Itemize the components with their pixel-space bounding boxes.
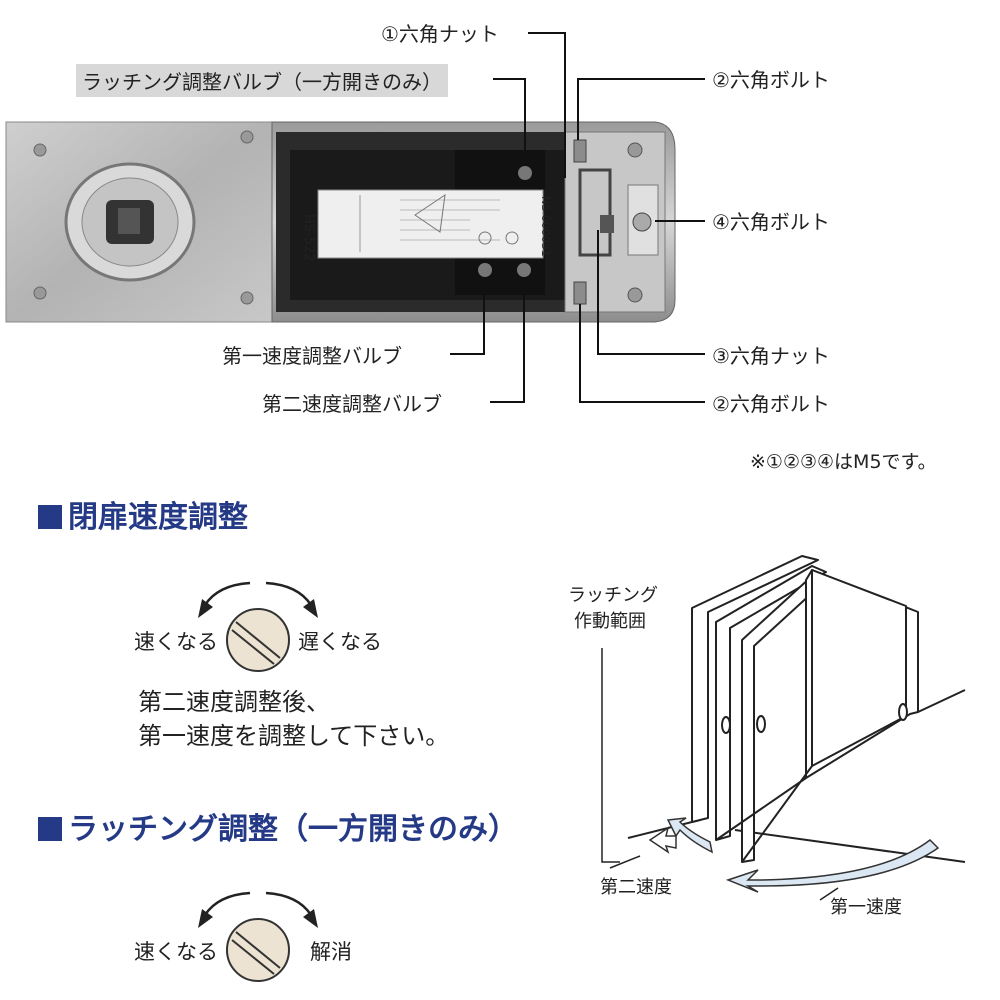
label-hex-nut-3: ③六角ナット xyxy=(712,344,830,368)
door-handle-icon xyxy=(898,703,908,721)
screw-icon xyxy=(33,286,47,300)
label-latch-valve: ラッチング調整バルブ（一方開きのみ） xyxy=(76,64,448,97)
latching-heading: ラッチング調整（一方開きのみ） xyxy=(38,804,518,848)
cw-arrow-icon xyxy=(265,891,313,916)
screw-icon xyxy=(240,130,254,144)
instruction-line-2: 第一速度を調整して下さい。 xyxy=(138,722,450,750)
door-closed xyxy=(691,555,819,823)
label-release: 解消 xyxy=(310,940,352,964)
door-handle-icon xyxy=(756,715,766,733)
second-speed-label: 第二速度 xyxy=(600,877,672,898)
screw-icon xyxy=(627,287,643,303)
speed-valve-2-icon xyxy=(517,263,531,277)
label-speed-valve-2: 第二速度調整バルブ xyxy=(262,392,442,416)
heading-square-icon xyxy=(38,505,62,529)
latch-range-label-1: ラッチング xyxy=(568,585,658,606)
closing-speed-heading: 閉扉速度調整 xyxy=(38,492,248,536)
label-faster: 速くなる xyxy=(134,630,218,654)
hex-bolt-4-icon xyxy=(632,212,652,232)
label-speed-valve-1: 第一速度調整バルブ xyxy=(222,344,402,368)
speed-valve-1-icon xyxy=(478,263,492,277)
label-hex-nut-1: ①六角ナット xyxy=(381,22,499,46)
screw-icon xyxy=(33,143,47,157)
spec-sticker xyxy=(317,189,544,259)
second-speed-arrow-head xyxy=(648,826,677,854)
hex-bolt-icon xyxy=(573,139,587,163)
label-hex-bolt-2-top: ②六角ボルト xyxy=(712,68,830,92)
instruction-line-1: 第二速度調整後、 xyxy=(138,688,330,716)
label-faster-latch: 速くなる xyxy=(134,940,218,964)
heading-square-icon xyxy=(38,817,62,841)
cw-arrow-icon xyxy=(265,581,313,606)
first-speed-label: 第一速度 xyxy=(830,897,902,918)
screw-icon xyxy=(627,142,643,158)
ccw-arrow-icon xyxy=(203,581,251,606)
latch-range-label-2: 作動範囲 xyxy=(574,611,646,632)
screw-icon xyxy=(240,291,254,305)
latch-valve-icon xyxy=(518,166,532,180)
label-hex-bolt-4: ④六角ボルト xyxy=(712,210,830,234)
label-hex-bolt-2-bottom: ②六角ボルト xyxy=(712,392,830,416)
door-handle-icon xyxy=(721,716,731,734)
first-speed-arrow xyxy=(725,839,940,893)
ccw-arrow-icon xyxy=(203,891,251,916)
label-slower: 遅くなる xyxy=(298,630,382,654)
m5-note: ※①②③④はM5です。 xyxy=(750,451,937,473)
second-speed-arrow xyxy=(666,817,714,854)
